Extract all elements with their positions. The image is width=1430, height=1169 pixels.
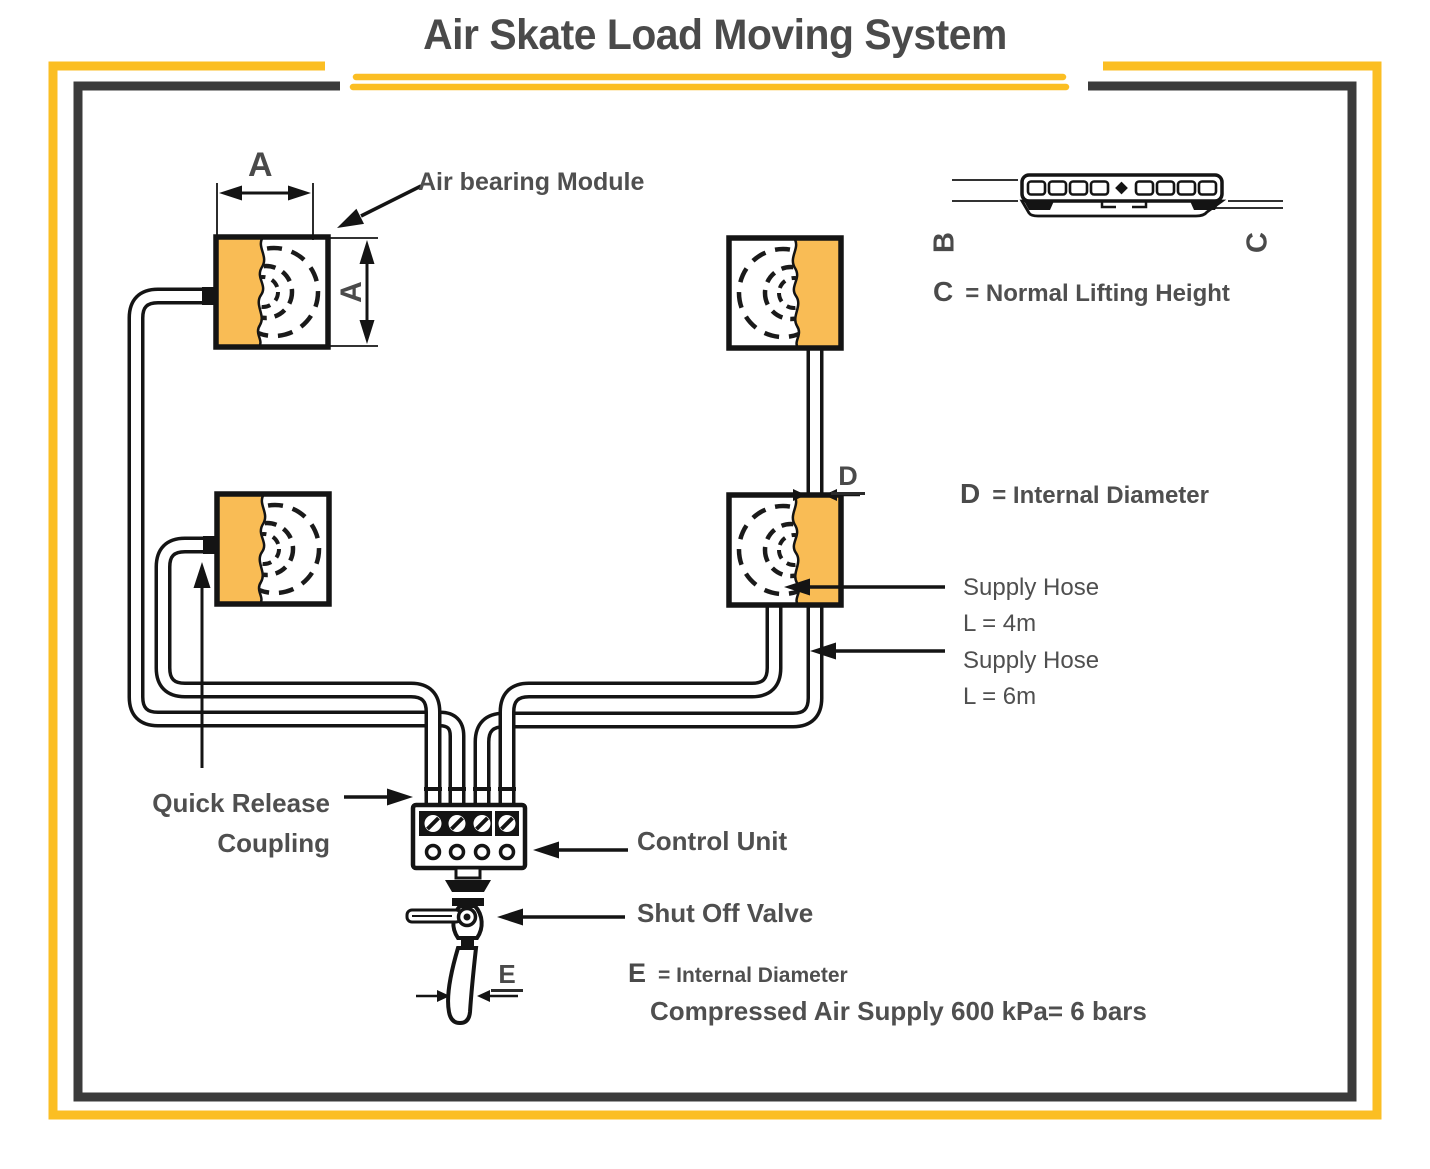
supply-hose-6m-label: Supply Hose L = 6m [963, 643, 1099, 715]
air-supply-note: Compressed Air Supply 600 kPa= 6 bars [650, 996, 1147, 1026]
air-bearing-module-top-left [216, 237, 328, 347]
legend-e-text: = Internal Diameter [658, 964, 848, 987]
legend-d-text: = Internal Diameter [992, 482, 1209, 509]
supply-hose-6m-line2: L = 6m [963, 683, 1037, 710]
control-unit-label: Control Unit [637, 826, 788, 856]
quick-release-line2: Coupling [217, 828, 330, 858]
inner-dark-frame [73, 81, 1357, 1102]
dim-a-width [216, 183, 314, 240]
air-bearing-module-label: Air bearing Module [418, 168, 645, 196]
outer-yellow-frame [48, 61, 1382, 1120]
dim-a-height-label: A [335, 281, 368, 303]
legend-e-letter: E [628, 958, 647, 988]
dim-e-arrows [416, 990, 518, 1002]
legend-internal-diameter-d: D = Internal Diameter [960, 480, 1209, 508]
air-bearing-module-top-right [729, 238, 841, 348]
control-unit [410, 802, 528, 871]
quick-release-line1: Quick Release [152, 788, 330, 818]
legend-c-letter: C [933, 276, 954, 307]
shut-off-valve-label: Shut Off Valve [637, 898, 814, 928]
side-view-c-label: C [1241, 232, 1274, 253]
air-skate-side-view [952, 173, 1283, 218]
legend-internal-diameter-e: E = Internal Diameter [628, 960, 848, 987]
legend-normal-lifting-height: C = Normal Lifting Height [933, 278, 1230, 306]
supply-hose-4m-line1: Supply Hose [963, 574, 1100, 601]
legend-c-text: = Normal Lifting Height [965, 280, 1230, 307]
air-bearing-module-bottom-left [217, 494, 329, 604]
supply-hose-6m-line1: Supply Hose [963, 647, 1100, 674]
shut-off-valve [405, 866, 491, 1026]
dim-e-label: E [491, 961, 523, 992]
page-title: Air Skate Load Moving System [423, 11, 1007, 59]
title-underline [349, 73, 1070, 91]
dim-d-label: D [831, 463, 865, 495]
pointer-arrows [193, 184, 945, 926]
side-view-b-label: B [928, 232, 961, 253]
quick-release-coupling-label: Quick Release Coupling [140, 783, 330, 863]
legend-d-letter: D [960, 478, 981, 509]
supply-hose-4m-line2: L = 4m [963, 610, 1037, 637]
dim-a-height [322, 237, 378, 347]
dim-a-width-label: A [248, 146, 273, 184]
supply-hose-4m-label: Supply Hose L = 4m [963, 570, 1099, 642]
